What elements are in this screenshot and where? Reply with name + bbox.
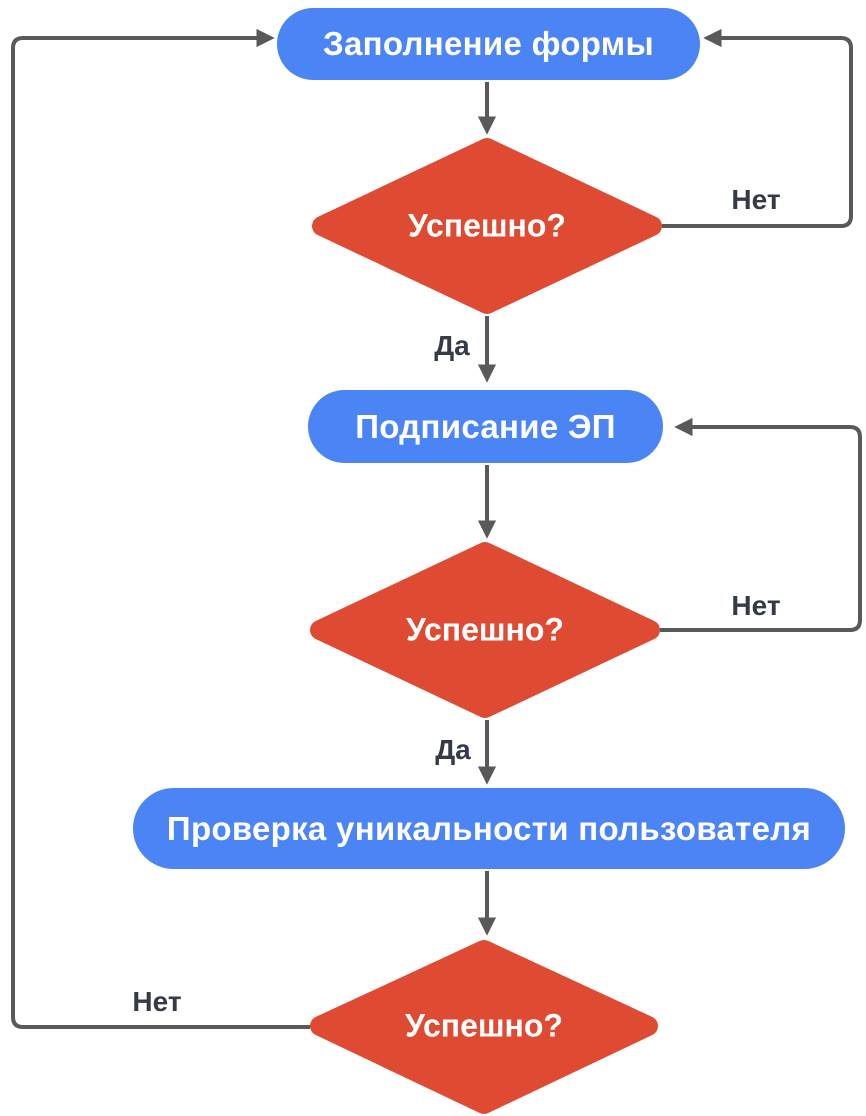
edge-decision3-no-loop xyxy=(11,28,310,1029)
decision-3-label: Успешно? xyxy=(405,1007,563,1044)
edge-decision2-no-loop xyxy=(660,417,862,632)
decision-2-diamond xyxy=(310,542,660,718)
process-sign-ep: Подписание ЭП xyxy=(308,390,663,463)
process-sign-ep-label: Подписание ЭП xyxy=(355,407,616,445)
decision-3-diamond xyxy=(310,940,658,1114)
edge-label-no-3: Нет xyxy=(132,986,182,1017)
process-check-uniqueness-label: Проверка уникальности пользователя xyxy=(166,809,812,847)
edge-label-yes-1: Да xyxy=(434,330,470,361)
decision-2-label: Успешно? xyxy=(406,611,564,648)
edge-decision1-no-loop xyxy=(662,28,853,228)
process-fill-form: Заполнение формы xyxy=(277,8,700,80)
decision-1-label: Успешно? xyxy=(408,207,566,244)
process-check-uniqueness: Проверка уникальности пользователя xyxy=(133,788,845,869)
edge-label-no-2: Нет xyxy=(731,590,781,621)
edge-label-yes-2: Да xyxy=(435,734,471,765)
edge-label-no-1: Нет xyxy=(731,184,781,215)
decision-1-diamond xyxy=(312,138,662,314)
process-fill-form-label: Заполнение формы xyxy=(323,25,654,62)
